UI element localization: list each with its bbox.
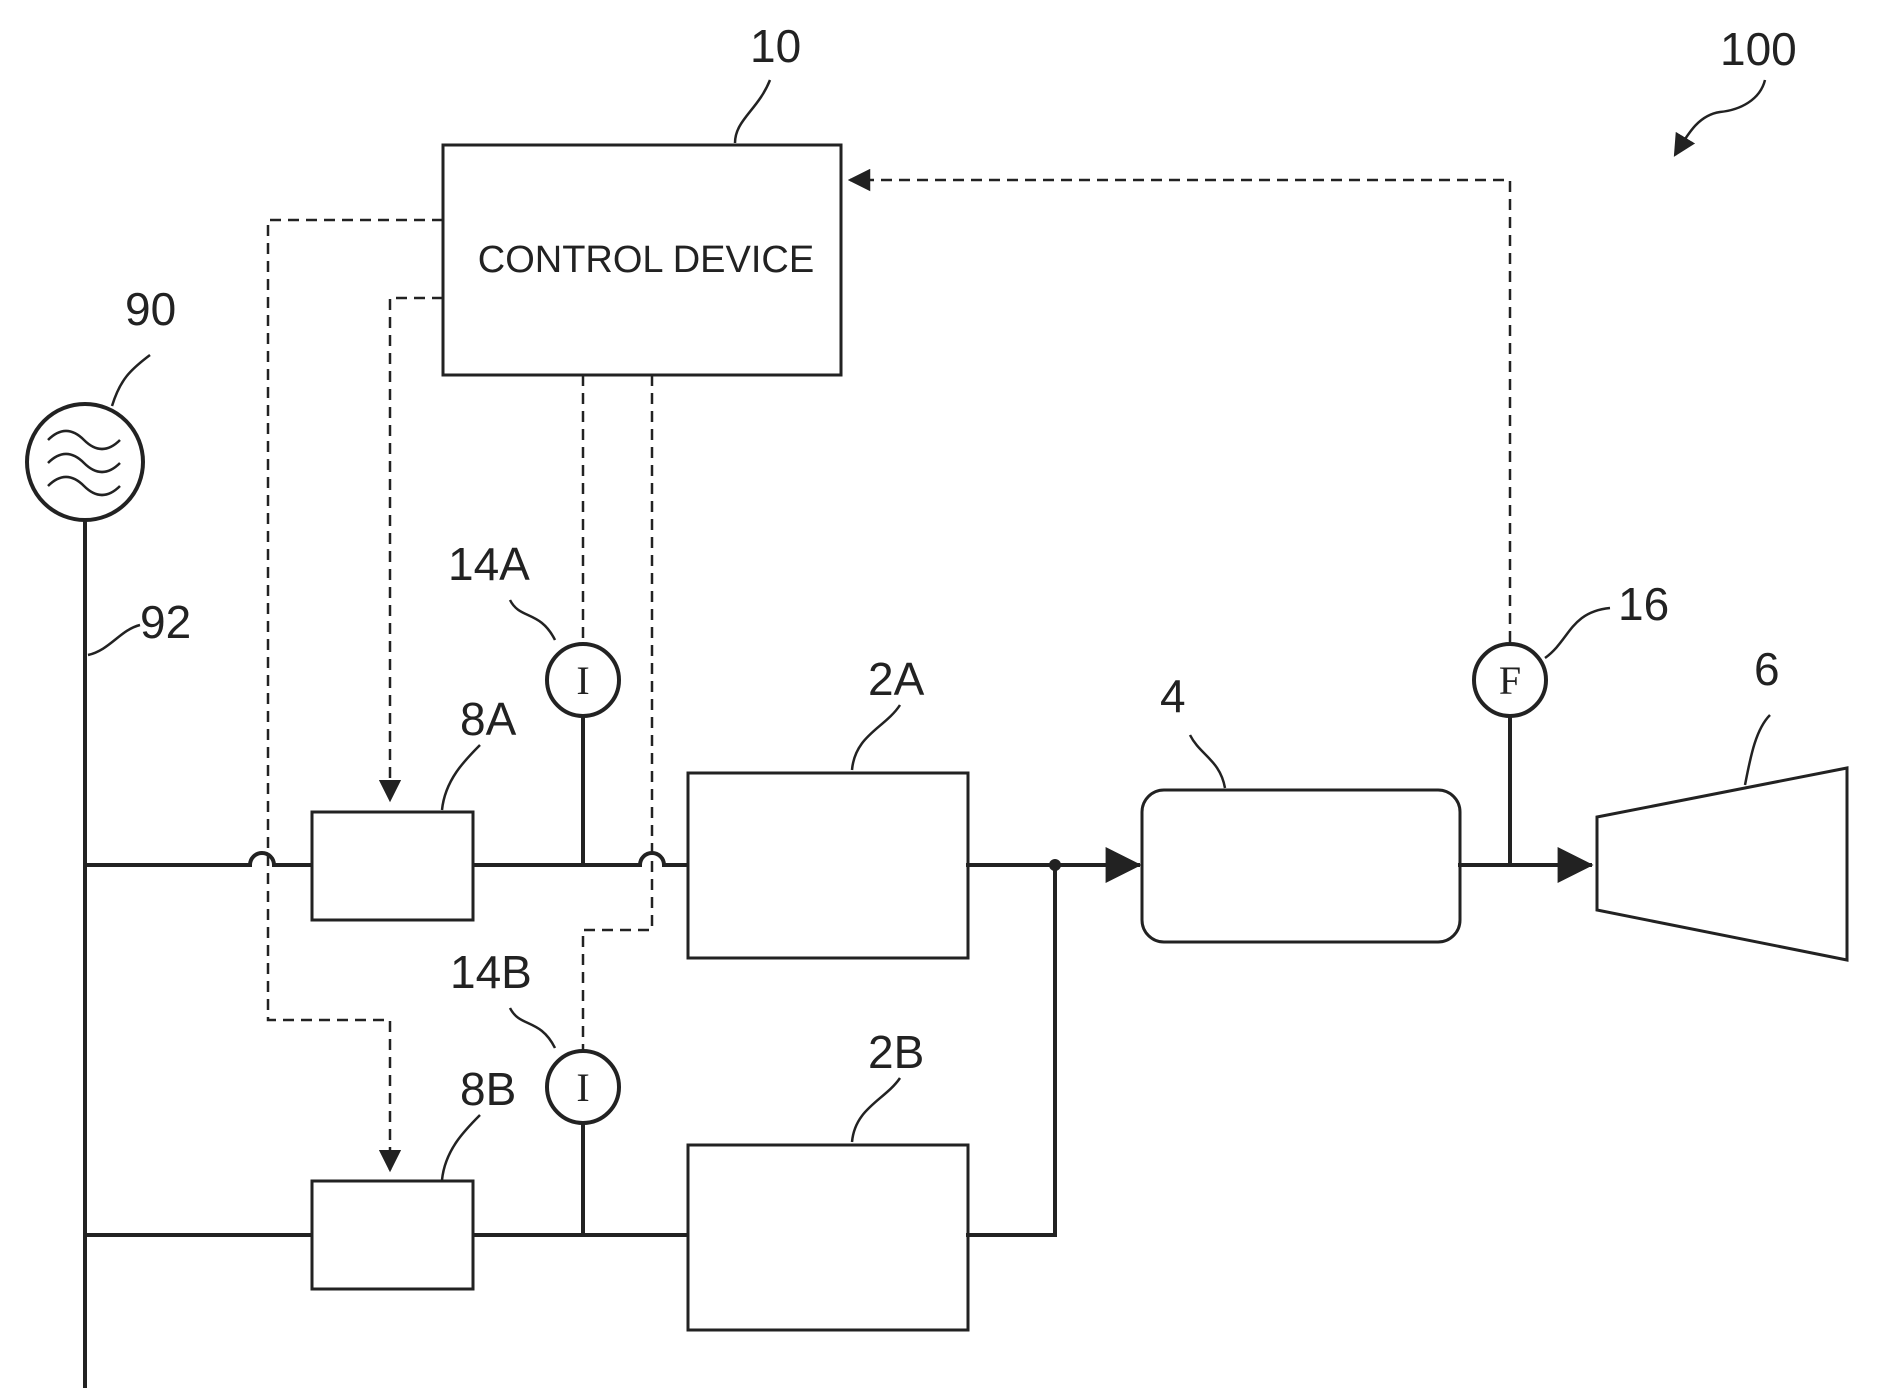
leader-14a [510, 600, 555, 640]
label-100: 100 [1720, 23, 1797, 75]
label-4: 4 [1160, 670, 1186, 722]
leader-8b [442, 1115, 480, 1180]
label-6: 6 [1754, 643, 1780, 695]
flow-sensor-symbol: F [1499, 658, 1521, 703]
label-8a: 8A [460, 693, 517, 745]
leader-14b [510, 1008, 555, 1048]
leader-4 [1190, 735, 1225, 788]
unit-2b [688, 1145, 968, 1330]
label-92: 92 [140, 596, 191, 648]
switch-8b [312, 1181, 473, 1289]
label-14a: 14A [448, 538, 530, 590]
leader-90 [112, 355, 150, 406]
sensor-a-symbol: I [576, 658, 589, 703]
label-2a: 2A [868, 653, 925, 705]
leader-2b [852, 1078, 900, 1142]
label-16: 16 [1618, 578, 1669, 630]
label-2b: 2B [868, 1026, 924, 1078]
line-a-jump-1 [250, 853, 274, 865]
leader-92 [88, 625, 140, 655]
ac-source-90 [27, 404, 143, 520]
label-8b: 8B [460, 1063, 516, 1115]
sensor-b-symbol: I [576, 1065, 589, 1110]
unit-2a [688, 773, 968, 958]
label-90: 90 [125, 283, 176, 335]
signal-control-to-8b [268, 220, 443, 1170]
leader-100 [1675, 80, 1765, 155]
leader-8a [442, 745, 480, 810]
label-10: 10 [750, 20, 801, 72]
leader-2a [852, 705, 900, 770]
signal-16-to-control [850, 180, 1510, 642]
control-device-label: CONTROL DEVICE [478, 239, 814, 281]
switch-8a [312, 812, 473, 920]
leader-10 [735, 80, 770, 143]
leader-6 [1745, 715, 1770, 785]
label-14b: 14B [450, 946, 532, 998]
signal-control-to-8a [390, 298, 443, 800]
funnel-icon [1597, 768, 1847, 960]
vessel-4 [1142, 790, 1460, 942]
leader-16 [1545, 608, 1610, 658]
